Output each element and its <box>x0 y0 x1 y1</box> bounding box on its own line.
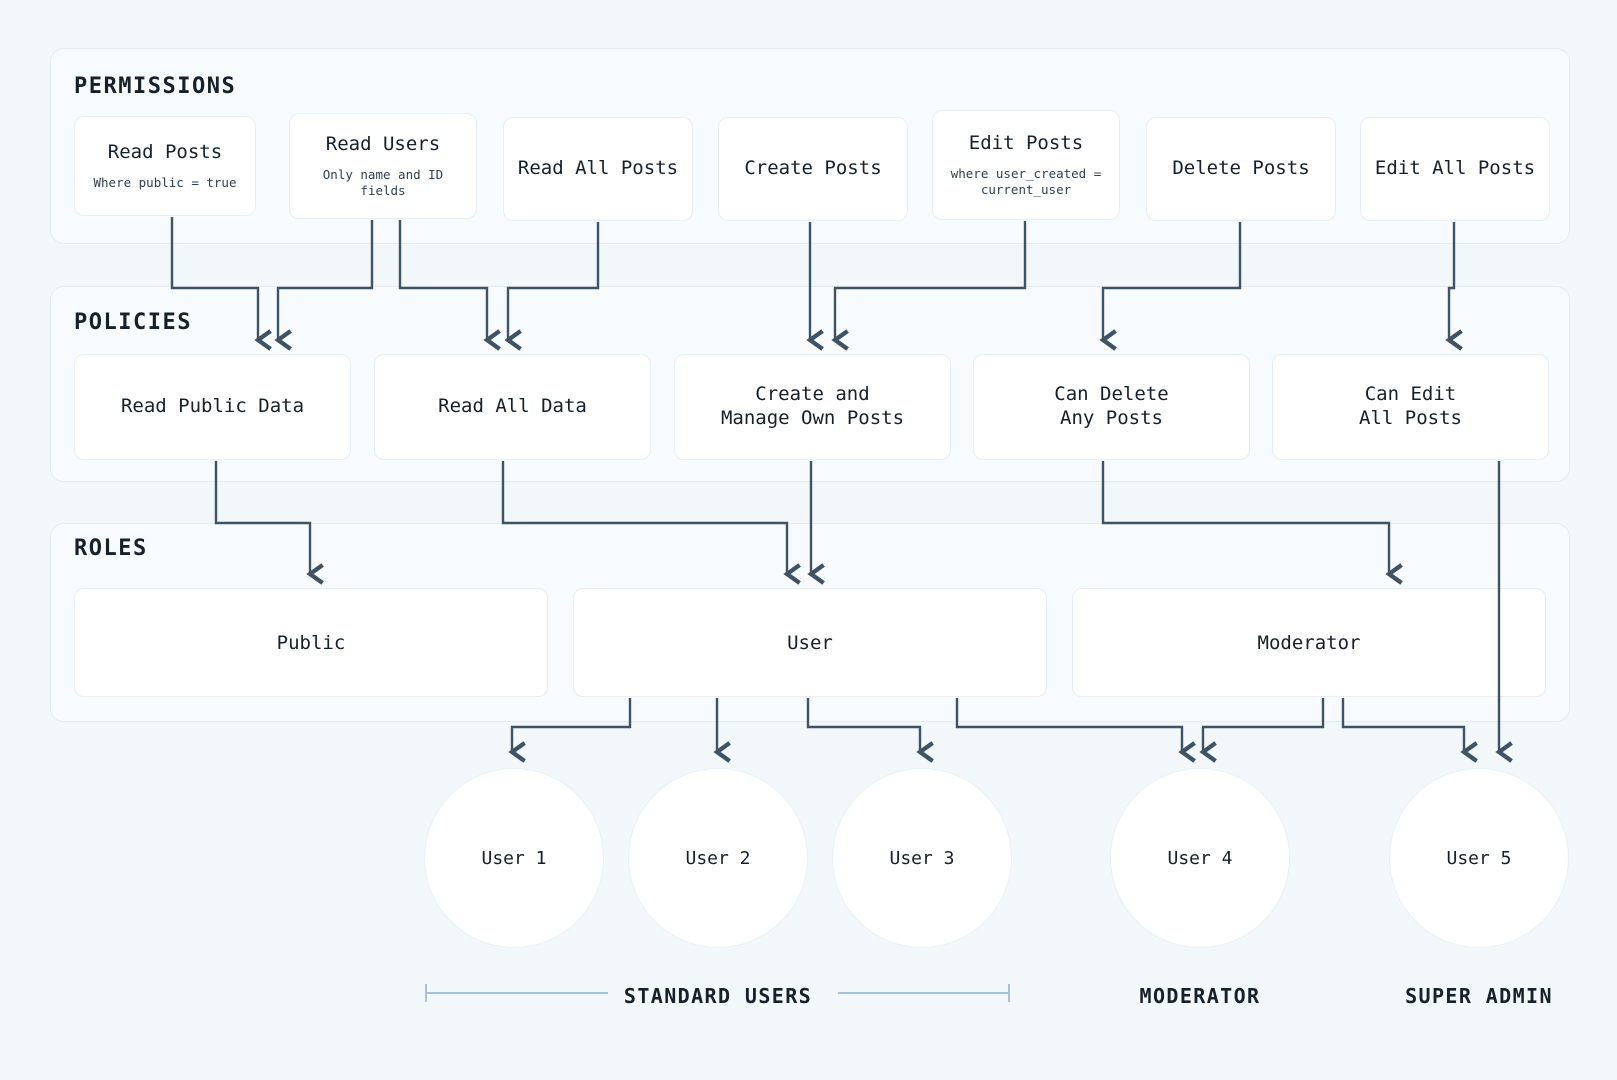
permission-title: Create Posts <box>744 157 882 180</box>
role-card-user[interactable]: User <box>573 588 1047 697</box>
policies-section-title: POLICIES <box>74 310 192 335</box>
policy-card-create-manage-own-posts[interactable]: Create and Manage Own Posts <box>674 354 951 460</box>
permission-title: Read Posts <box>107 141 223 163</box>
policy-title: Can Edit All Posts <box>1359 383 1462 429</box>
roles-section-title: ROLES <box>74 536 148 561</box>
permission-card-create-posts[interactable]: Create Posts <box>718 117 908 221</box>
permission-title: Delete Posts <box>1172 157 1310 180</box>
permissions-section-title: PERMISSIONS <box>74 74 237 99</box>
policy-title: Read Public Data <box>120 395 305 418</box>
policy-card-can-delete-any-posts[interactable]: Can Delete Any Posts <box>973 354 1250 460</box>
user-node-3[interactable]: User 3 <box>832 768 1012 948</box>
user-node-2[interactable]: User 2 <box>628 768 808 948</box>
permission-title: Edit Posts <box>968 131 1084 154</box>
permission-subtitle: Where public = true <box>93 174 237 190</box>
policy-title: Can Delete Any Posts <box>1054 383 1169 429</box>
permission-card-delete-posts[interactable]: Delete Posts <box>1146 117 1336 221</box>
permission-title: Edit All Posts <box>1374 157 1536 180</box>
user-label: User 3 <box>889 847 955 869</box>
permission-card-read-posts[interactable]: Read Posts Where public = true <box>74 116 256 216</box>
policy-card-can-edit-all-posts[interactable]: Can Edit All Posts <box>1272 354 1549 460</box>
role-card-moderator[interactable]: Moderator <box>1072 588 1546 697</box>
user-label: User 2 <box>685 847 751 869</box>
permission-subtitle: Only name and ID fields <box>322 166 444 198</box>
user-node-1[interactable]: User 1 <box>424 768 604 948</box>
group-label-standard-users: STANDARD USERS <box>623 984 813 1008</box>
policy-card-read-public-data[interactable]: Read Public Data <box>74 354 351 460</box>
group-label-super-admin: SUPER ADMIN <box>1405 984 1553 1008</box>
permission-card-edit-posts[interactable]: Edit Posts where user_created = current_… <box>932 110 1120 220</box>
user-label: User 1 <box>481 847 547 869</box>
permission-title: Read All Posts <box>517 157 679 180</box>
role-title: Moderator <box>1257 631 1361 654</box>
permission-card-read-all-posts[interactable]: Read All Posts <box>503 117 693 221</box>
policy-title: Read All Data <box>438 395 587 418</box>
user-label: User 5 <box>1446 847 1512 869</box>
group-label-moderator: MODERATOR <box>1139 984 1261 1008</box>
permission-title: Read Users <box>325 132 441 155</box>
permission-card-edit-all-posts[interactable]: Edit All Posts <box>1360 117 1550 221</box>
user-label: User 4 <box>1167 847 1233 869</box>
user-node-5[interactable]: User 5 <box>1389 768 1569 948</box>
permission-card-read-users[interactable]: Read Users Only name and ID fields <box>289 113 477 219</box>
user-node-4[interactable]: User 4 <box>1110 768 1290 948</box>
policy-card-read-all-data[interactable]: Read All Data <box>374 354 651 460</box>
role-card-public[interactable]: Public <box>74 588 548 697</box>
policy-title: Create and Manage Own Posts <box>720 383 905 429</box>
permission-subtitle: where user_created = current_user <box>950 165 1102 197</box>
role-title: Public <box>276 631 346 654</box>
role-title: User <box>787 631 833 654</box>
